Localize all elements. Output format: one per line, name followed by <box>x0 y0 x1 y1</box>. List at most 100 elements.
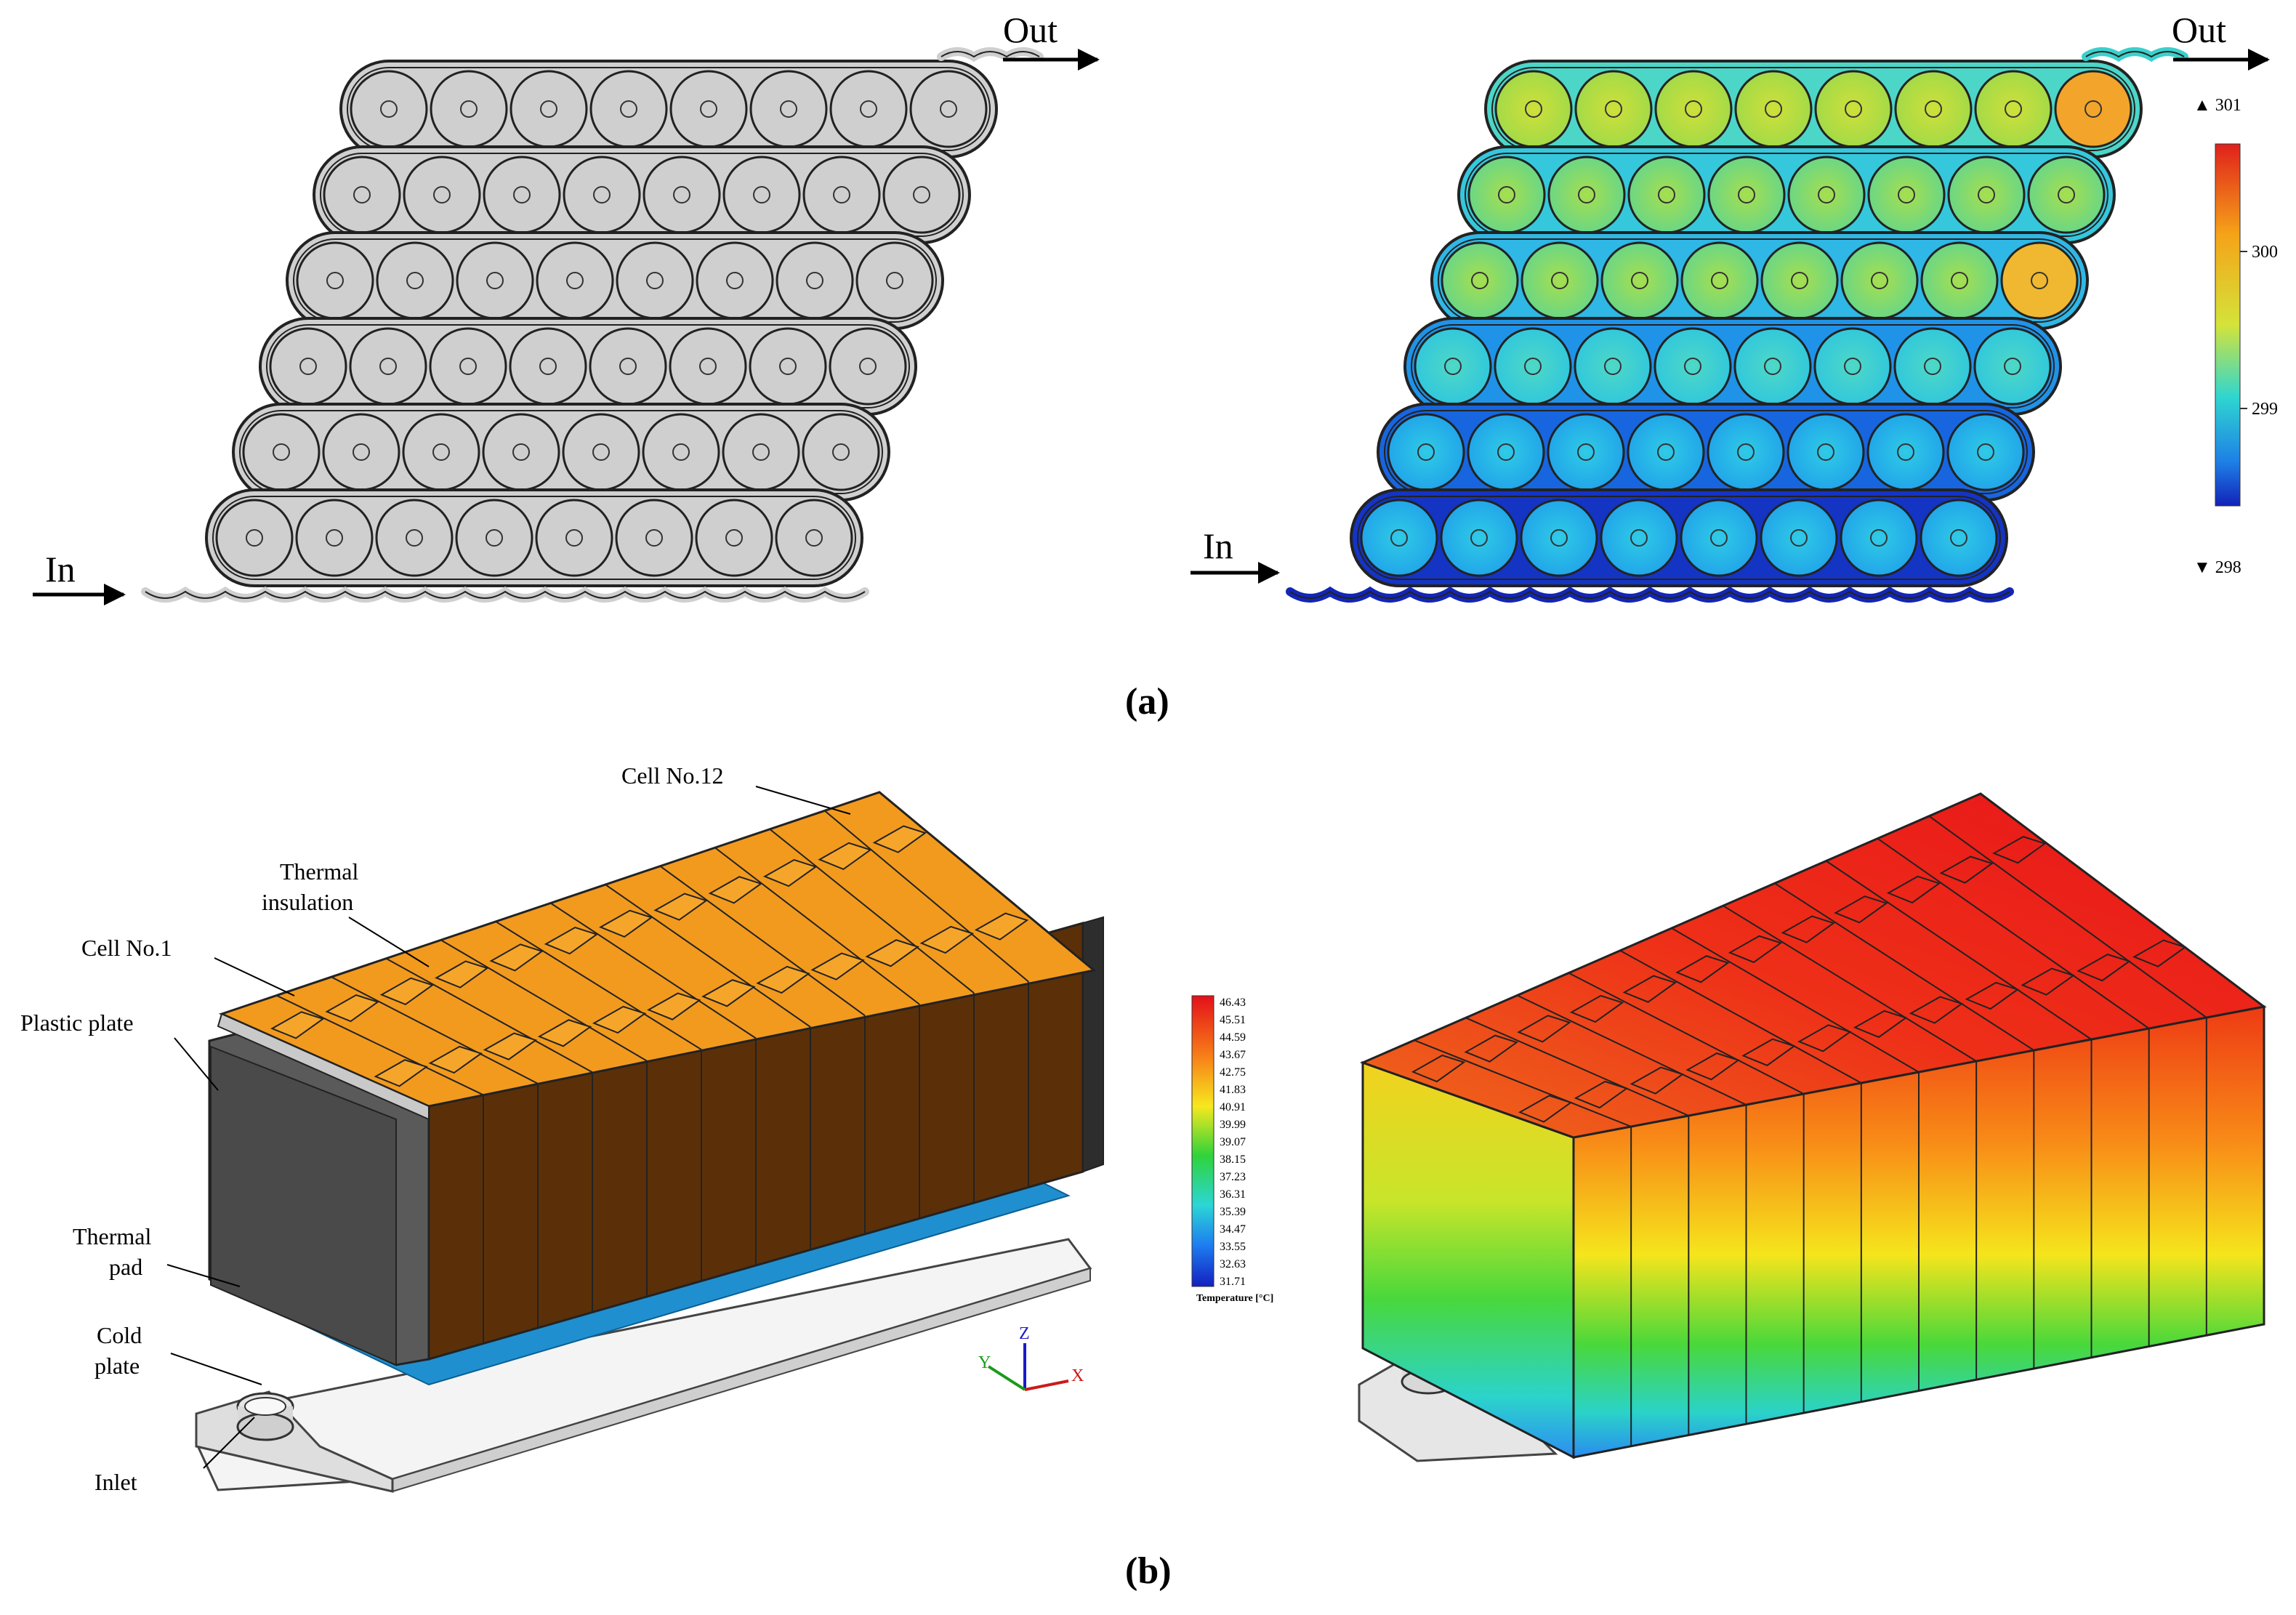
cell-terminal <box>872 825 927 853</box>
cell-terminal <box>1741 1038 1796 1066</box>
cell <box>1360 499 1438 577</box>
cell <box>1893 327 1972 406</box>
cell-terminal <box>1675 955 1730 983</box>
cell <box>1653 327 1732 406</box>
cell <box>509 327 587 406</box>
cell-terminal <box>1853 1010 1908 1039</box>
b-colorbar-tick: 40.91 <box>1220 1101 1246 1113</box>
label-cold-plate-2: plate <box>94 1353 140 1379</box>
cell <box>482 413 560 491</box>
cell <box>642 413 720 491</box>
cell <box>1547 156 1626 234</box>
cell <box>350 70 428 148</box>
cell-terminal <box>374 1059 428 1087</box>
cell <box>802 413 880 491</box>
cell-terminal <box>1517 1015 1571 1043</box>
cell <box>1920 499 1998 577</box>
label-thermal-pad-2: pad <box>109 1254 142 1280</box>
module-end-strip <box>1082 916 1104 1173</box>
cell-terminal <box>1574 1080 1629 1109</box>
a-colorbar-tick-299: 299 <box>2252 400 2278 419</box>
b-colorbar-tick: 46.43 <box>1220 996 1246 1009</box>
b-colorbar-tick: 34.47 <box>1220 1223 1246 1236</box>
b-colorbar-tick: 38.15 <box>1220 1153 1246 1166</box>
cell <box>589 327 667 406</box>
cell-terminal <box>325 994 379 1023</box>
cell-terminal <box>489 943 544 972</box>
cell-terminal <box>2021 967 2075 996</box>
cell-terminal <box>756 965 810 994</box>
cell-terminal <box>483 1032 538 1060</box>
label-plastic-plate: Plastic plate <box>20 1010 134 1036</box>
b-left-module <box>195 791 1104 1493</box>
cell-terminal <box>2077 954 2131 982</box>
cell-terminal <box>647 992 701 1020</box>
cell-terminal <box>818 842 872 871</box>
b-left-cell-dividers <box>275 810 1029 1344</box>
cell-terminal <box>428 1045 483 1074</box>
a-left-in-label: In <box>45 549 76 589</box>
cell <box>1814 70 1893 148</box>
cell-terminal <box>2132 939 2187 967</box>
cell <box>430 70 508 148</box>
cell <box>749 327 827 406</box>
cell-terminal <box>435 960 489 988</box>
cell <box>1894 70 1973 148</box>
cell <box>1760 499 1838 577</box>
cell-terminal <box>762 858 818 887</box>
panel-a-right-temperature-map <box>1286 47 2270 603</box>
a-colorbar-max-label: ▲ 301 <box>2194 96 2241 115</box>
b-colorbar-tick: 31.71 <box>1220 1276 1246 1288</box>
cell-terminal <box>1909 996 1964 1024</box>
cell <box>802 156 881 234</box>
b-colorbar-tick: 36.31 <box>1220 1188 1246 1201</box>
b-colorbar-tick: 39.99 <box>1220 1119 1246 1131</box>
cell-terminal <box>599 909 653 938</box>
cell <box>323 156 401 234</box>
b-left-terminals <box>270 825 1029 1087</box>
cell <box>1840 241 1919 320</box>
cell <box>536 241 614 320</box>
inlet-port <box>236 1392 294 1441</box>
cell <box>349 327 427 406</box>
b-colorbar-tick: 32.63 <box>1220 1258 1246 1270</box>
cell-terminal <box>1939 855 1994 884</box>
cell <box>1866 413 1945 491</box>
cell <box>749 70 828 148</box>
cell-terminal <box>1797 1024 1852 1052</box>
b-colorbar-tick: 39.07 <box>1220 1136 1246 1148</box>
cell <box>269 327 347 406</box>
cell <box>616 241 694 320</box>
cell <box>376 241 454 320</box>
cell-terminal <box>544 926 599 955</box>
b-colorbar-title: Temperature [°C] <box>1196 1293 1273 1304</box>
b-colorbar-tick: 44.59 <box>1220 1031 1246 1044</box>
cell <box>1600 499 1678 577</box>
cell <box>509 70 588 148</box>
cell-terminal <box>592 1005 647 1034</box>
cooling-channel-row <box>1350 488 2008 587</box>
cell <box>403 156 481 234</box>
cell <box>1494 327 1572 406</box>
label-insulation-1: Thermal <box>280 858 359 885</box>
cell-terminal <box>1622 975 1677 1003</box>
cell <box>1760 241 1839 320</box>
label-insulation-2: insulation <box>262 889 353 915</box>
label-cell-1: Cell No.1 <box>81 935 172 961</box>
cell <box>722 413 800 491</box>
a-colorbar-bar <box>2215 143 2241 507</box>
cell <box>455 499 533 577</box>
cell <box>1467 156 1546 234</box>
cell <box>1680 241 1759 320</box>
cell <box>1494 70 1573 148</box>
b-right-module <box>1358 792 2267 1462</box>
b-colorbar-bar <box>1191 995 1215 1287</box>
cell <box>589 70 668 148</box>
a-colorbar: ▲ 301 ▼ 298 300 299 <box>2194 96 2278 577</box>
cell <box>669 70 748 148</box>
b-colorbar-tick: 37.23 <box>1220 1171 1246 1183</box>
cell-terminal <box>1518 1095 1573 1123</box>
cell <box>2000 241 2079 320</box>
cell <box>1946 413 2025 491</box>
cell <box>2054 70 2132 148</box>
